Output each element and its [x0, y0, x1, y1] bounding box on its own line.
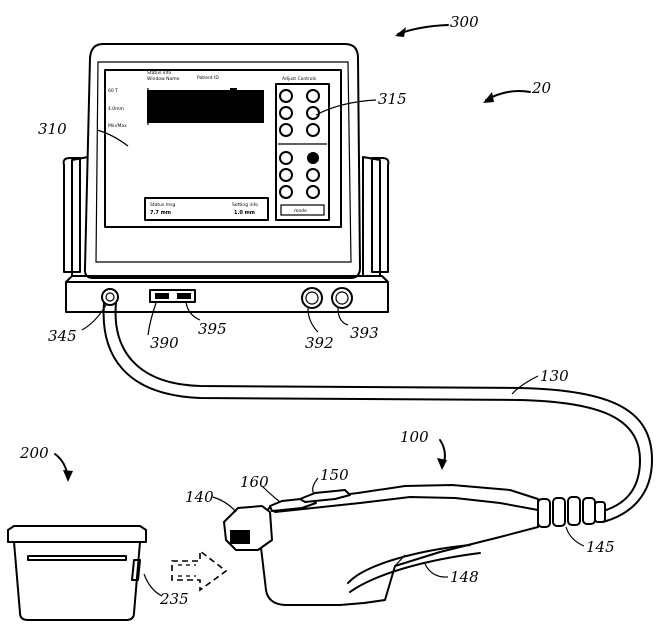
ref-235: 235 [159, 590, 189, 608]
ref-393: 393 [350, 324, 379, 342]
panel-title: Adjust Controls [282, 76, 317, 82]
screen-axis-top: 60 T [108, 88, 118, 94]
ref-150: 150 [320, 466, 349, 484]
screen-footer-right-b: 1.0 mm [234, 210, 255, 216]
handpiece-100 [224, 485, 605, 605]
ref-130: 130 [540, 367, 569, 385]
motion-arrow [172, 551, 226, 590]
ref-345: 345 [48, 327, 77, 345]
ref-300: 300 [450, 13, 479, 31]
screen-axis-low: Min/Max [108, 123, 127, 129]
cap-200 [8, 526, 146, 620]
ref-100: 100 [400, 428, 429, 446]
ref-392: 392 [305, 334, 334, 352]
screen-axis-mid: 4.0mm [108, 106, 124, 112]
ref-200: 200 [19, 444, 49, 462]
ref-315: 315 [378, 90, 407, 108]
console-unit: Status info Window Name Patient ID 60 T … [64, 44, 389, 312]
ref-148: 148 [450, 568, 479, 586]
ref-310: 310 [38, 120, 67, 138]
ref-160: 160 [240, 473, 269, 491]
ref-390: 390 [150, 334, 179, 352]
ref-395: 395 [198, 320, 227, 338]
screen-header-line1: Status info [147, 70, 171, 76]
panel-bottom-label: mode [294, 208, 307, 214]
ref-145: 145 [586, 538, 615, 556]
ref-140: 140 [185, 488, 214, 506]
screen-footer-left-b: 7.7 mm [150, 210, 171, 216]
screen-header-mid: Patient ID [197, 75, 219, 81]
graph-block [147, 90, 264, 123]
strain-relief-145 [538, 497, 605, 527]
screen-header-line2: Window Name [147, 76, 180, 82]
screen-footer-left-a: Status msg [150, 202, 175, 208]
screen-footer-right-a: Setting info [232, 202, 258, 208]
ref-20: 20 [531, 79, 552, 97]
